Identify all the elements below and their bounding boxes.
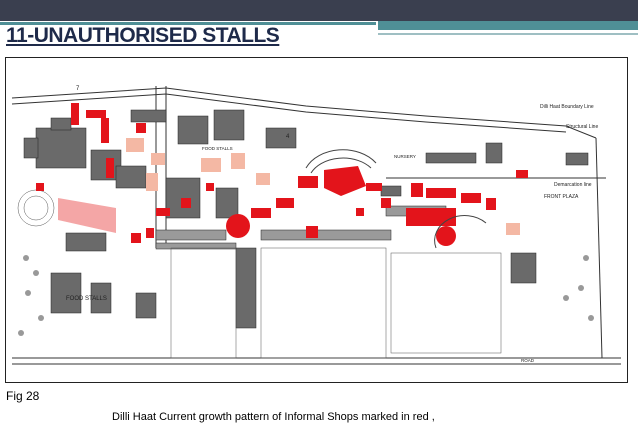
label-demarcation-line: Demarcation line	[554, 182, 592, 188]
title-rule-right	[378, 33, 638, 35]
label-structural-line: Structural Line	[566, 124, 598, 130]
label-boundary-line: Dilli Haat Boundary Line	[540, 104, 594, 110]
slide-top-bar	[0, 0, 638, 21]
slide-title: 11-UNAUTHORISED STALLS	[6, 24, 280, 47]
amphitheatre-arcs	[305, 149, 487, 249]
figure-caption: Dilli Haat Current growth pattern of Inf…	[112, 411, 435, 423]
label-road: ROAD	[521, 358, 535, 363]
site-boundary-lines	[11, 86, 621, 365]
label-front-plaza: FRONT PLAZA	[544, 194, 579, 200]
title-rule	[0, 22, 376, 25]
informal-shops-red	[36, 103, 528, 246]
label-food-stalls-bottom: FOOD STALLS	[66, 296, 107, 302]
pink-zones	[58, 138, 520, 235]
label-number-7: 7	[76, 86, 80, 92]
label-food-stalls-top: FOOD STALLS	[202, 146, 233, 151]
label-number-4: 4	[286, 134, 290, 140]
hatched-zones	[17, 189, 502, 359]
building-blocks	[23, 109, 589, 329]
figure-label: Fig 28	[6, 389, 40, 403]
site-plan-map: Dilli Haat Boundary Line Structural Line…	[5, 57, 628, 383]
landscape-dots	[18, 255, 594, 336]
label-nursery: NURSERY	[394, 154, 416, 159]
slide-top-accent	[378, 21, 638, 30]
